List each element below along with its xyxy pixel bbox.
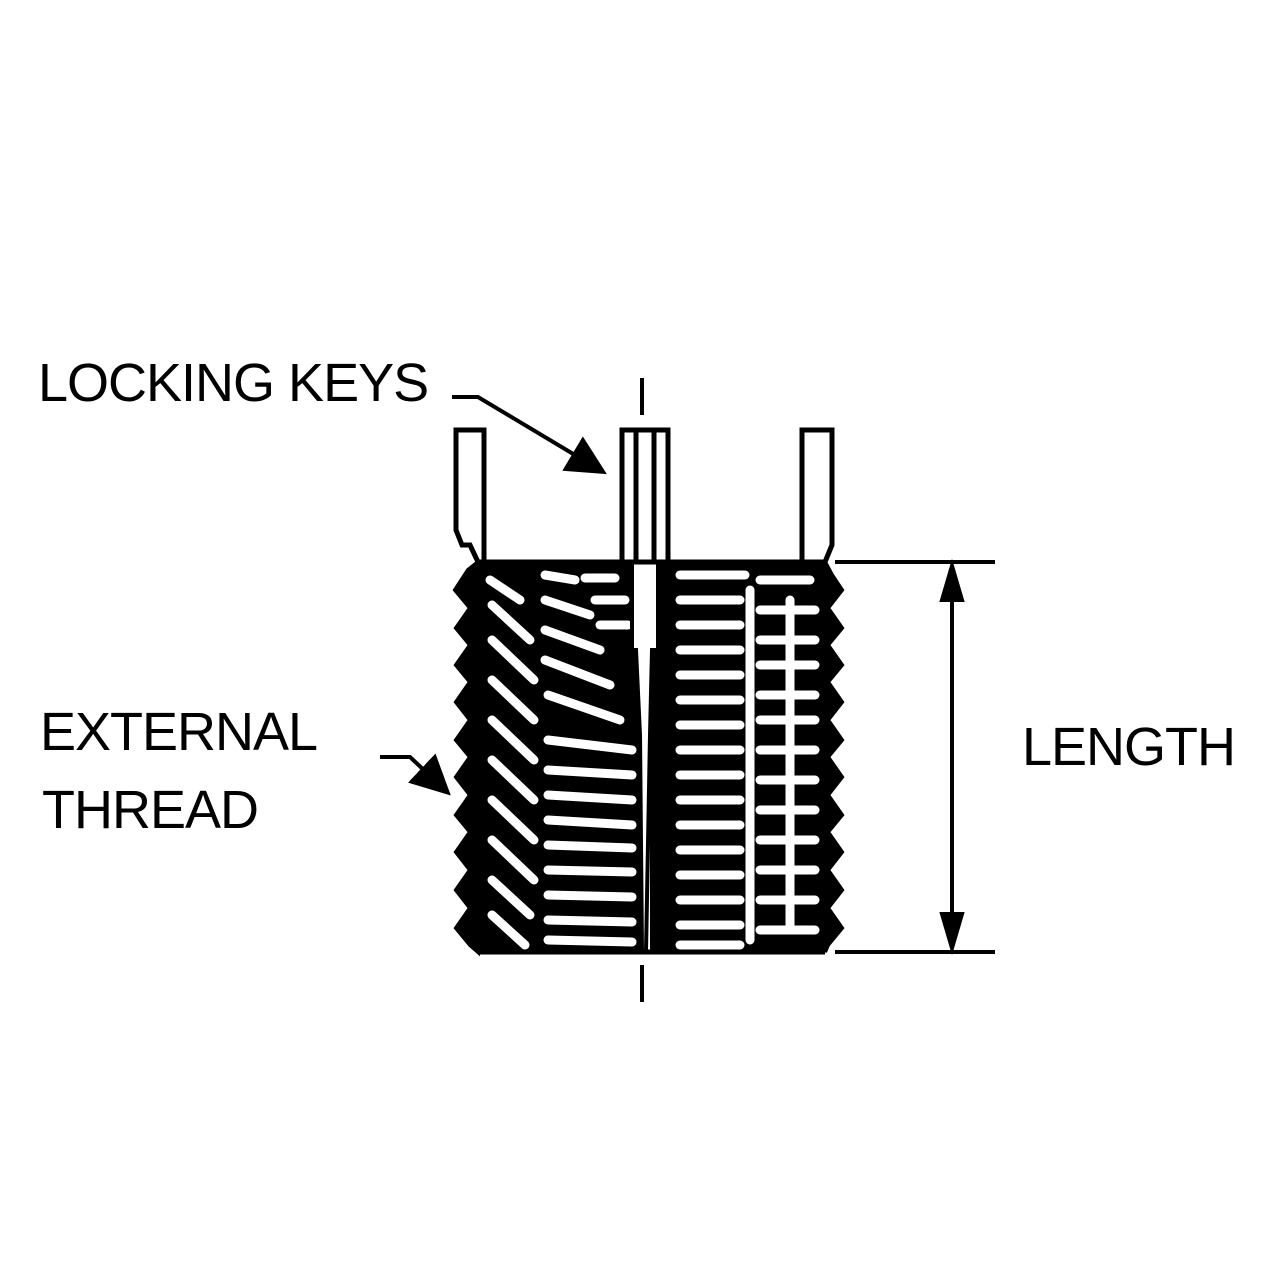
- locking-key-left: [453, 427, 487, 565]
- key-slot: [630, 560, 660, 954]
- internal-thread-texture-left: [485, 570, 637, 950]
- locking-key-right: [799, 427, 835, 565]
- length-label: LENGTH: [1022, 717, 1236, 777]
- external-thread-label-line1: EXTERNAL: [40, 702, 318, 762]
- locking-keys-leader: [452, 395, 607, 475]
- length-dimension: [835, 558, 995, 956]
- external-thread-left: [452, 557, 480, 957]
- external-thread-right: [823, 561, 845, 953]
- external-thread-leader: [380, 753, 451, 796]
- locking-key-center: [619, 427, 671, 565]
- locking-keys-label: LOCKING KEYS: [38, 353, 429, 413]
- internal-thread-texture-right: [675, 570, 820, 950]
- external-thread-label-line2: THREAD: [42, 780, 259, 840]
